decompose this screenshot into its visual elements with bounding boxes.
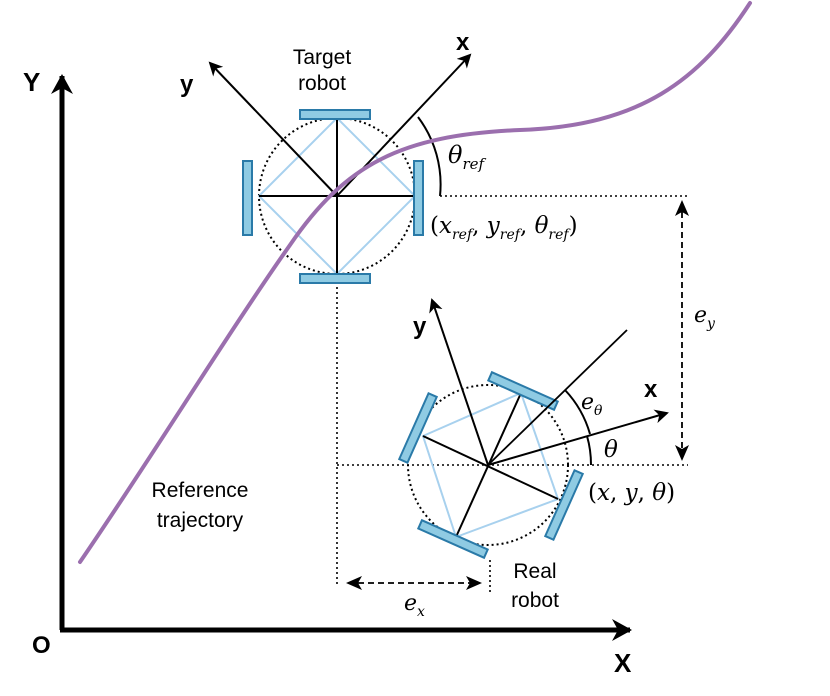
dotted-guides — [336, 195, 688, 592]
real-x-axis-label: x — [644, 376, 658, 403]
real-robot-spoke-1 — [422, 435, 559, 500]
ex-subscript: x — [417, 604, 425, 620]
target-wheel-top — [299, 109, 371, 120]
target-wheel-right — [413, 160, 424, 236]
world-y-axis-label: Y — [23, 67, 40, 97]
real-y-axis — [429, 298, 489, 466]
target-y-axis-label: y — [180, 71, 194, 98]
real-theta-arc — [586, 435, 593, 466]
origin-label: O — [32, 632, 51, 659]
world-axes — [51, 74, 632, 641]
ex-arrowhead-right — [466, 576, 482, 590]
target-wheel-left — [242, 160, 253, 236]
ex-label: ex — [404, 591, 425, 620]
ex-arrowhead-left — [346, 576, 362, 590]
target-pose-label: (xref, yref, θref) — [430, 213, 578, 243]
real-pose-label: (x, y, θ) — [588, 480, 675, 506]
real-heading-error-label: eθ — [581, 390, 603, 419]
real-robot-label-line1: Real — [513, 560, 556, 583]
ey-label: ey — [694, 303, 716, 332]
trajectory-label-line2: trajectory — [157, 509, 244, 532]
target-angle-label: θref — [448, 141, 487, 173]
target-wheel-bottom — [299, 273, 371, 284]
real-heading-error-subscript: θ — [594, 403, 603, 419]
reference-trajectory — [78, 1, 752, 564]
target-y-axis — [208, 61, 338, 197]
target-robot-label-line1: Target — [293, 46, 352, 69]
real-wheel-top — [486, 370, 560, 412]
target-angle-subscript: ref — [462, 155, 486, 173]
target-robot-label-line2: robot — [298, 72, 346, 95]
real-wheel-left — [397, 391, 439, 465]
real-reference-heading-line — [487, 329, 628, 466]
real-x-axis — [487, 409, 669, 466]
ey-arrowhead-top — [675, 200, 689, 216]
ey-arrowhead-bottom — [675, 445, 689, 461]
real-heading-error-arc — [564, 389, 591, 435]
real-y-axis-label: y — [413, 313, 427, 340]
real-theta-label: θ — [604, 437, 618, 463]
real-wheel-bottom — [416, 518, 490, 560]
real-robot-label-line2: robot — [511, 589, 559, 612]
ey-subscript: y — [706, 316, 716, 332]
world-x-axis-label: X — [614, 648, 632, 678]
real-robot-body — [407, 384, 569, 546]
real-robot — [397, 298, 669, 560]
target-x-axis-label: x — [456, 29, 470, 56]
real-wheel-right — [543, 468, 585, 542]
trajectory-label-line1: Reference — [152, 479, 249, 502]
target-angle-arc — [417, 116, 442, 197]
